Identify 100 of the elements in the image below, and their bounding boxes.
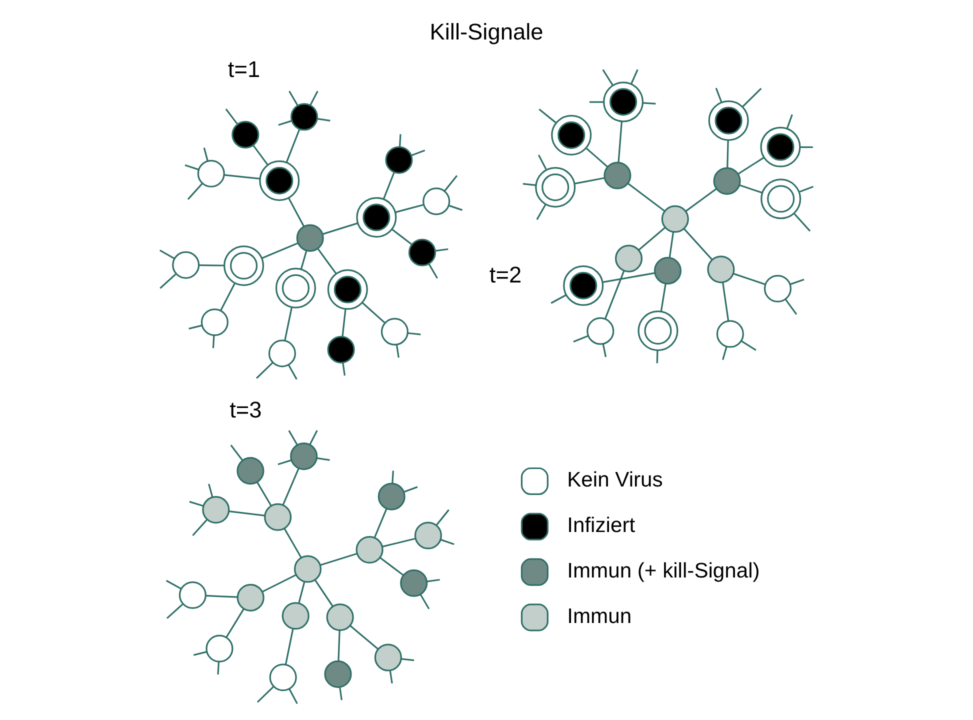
diagram-title: Kill-Signale bbox=[430, 18, 544, 45]
node-ring bbox=[760, 178, 802, 220]
node-ring bbox=[708, 100, 749, 141]
connector bbox=[574, 177, 604, 184]
legend-label: Kein Virus bbox=[567, 468, 663, 492]
connector bbox=[411, 150, 426, 156]
node-circle bbox=[408, 238, 436, 266]
connector bbox=[342, 362, 346, 376]
connector bbox=[448, 204, 463, 211]
connector bbox=[317, 457, 330, 461]
connector bbox=[317, 118, 330, 122]
connector bbox=[602, 272, 655, 283]
connector bbox=[784, 298, 798, 315]
node-circle bbox=[178, 581, 206, 609]
connector bbox=[314, 580, 334, 607]
connector bbox=[586, 148, 608, 168]
connector bbox=[256, 362, 274, 379]
connector bbox=[389, 670, 393, 684]
connector bbox=[192, 519, 208, 536]
node-circle bbox=[232, 120, 260, 148]
node-circle bbox=[296, 224, 324, 252]
connector bbox=[630, 69, 638, 84]
connector bbox=[256, 482, 272, 506]
connector bbox=[573, 335, 588, 343]
node-ring bbox=[275, 268, 316, 308]
node-circle bbox=[290, 103, 318, 131]
node-circle bbox=[202, 496, 230, 524]
connector bbox=[288, 198, 305, 227]
node-ring bbox=[327, 269, 368, 310]
connector bbox=[339, 687, 342, 700]
connector bbox=[288, 364, 298, 380]
connector bbox=[391, 228, 412, 245]
node-circle bbox=[264, 503, 292, 531]
node-ring bbox=[356, 197, 397, 238]
node-circle bbox=[282, 602, 310, 630]
connector bbox=[288, 90, 298, 106]
connector bbox=[278, 459, 292, 466]
connector bbox=[188, 324, 202, 330]
connector bbox=[187, 183, 203, 200]
connector bbox=[618, 122, 623, 162]
node-circle bbox=[713, 167, 741, 195]
connector bbox=[440, 538, 454, 545]
connector bbox=[722, 282, 730, 322]
node-circle bbox=[654, 256, 682, 284]
node-circle bbox=[197, 160, 225, 188]
connector bbox=[420, 594, 430, 610]
connector bbox=[638, 227, 666, 250]
connector bbox=[404, 486, 418, 493]
node-circle bbox=[206, 634, 234, 662]
connector bbox=[668, 232, 674, 258]
connector bbox=[309, 430, 318, 445]
node-circle bbox=[414, 522, 442, 550]
connector bbox=[726, 140, 729, 168]
node-circle bbox=[380, 318, 408, 346]
connector bbox=[220, 283, 236, 311]
connector bbox=[374, 508, 388, 538]
label: t=2 bbox=[489, 262, 522, 288]
node-circle bbox=[326, 603, 354, 632]
connector bbox=[715, 88, 722, 103]
connector bbox=[733, 272, 766, 286]
connector bbox=[256, 686, 274, 703]
connector bbox=[660, 284, 666, 312]
connector bbox=[193, 650, 208, 656]
connector bbox=[189, 500, 204, 507]
node-circle bbox=[200, 308, 228, 336]
connector bbox=[602, 344, 607, 358]
connector bbox=[166, 604, 184, 619]
connector bbox=[382, 538, 416, 548]
connector bbox=[184, 164, 199, 170]
legend-label: Infiziert bbox=[567, 514, 636, 538]
connector bbox=[284, 307, 293, 341]
node-ring bbox=[563, 265, 604, 306]
connector bbox=[392, 470, 394, 484]
connector bbox=[444, 175, 458, 192]
connector bbox=[228, 510, 265, 516]
node-circle bbox=[236, 584, 264, 612]
connector bbox=[284, 628, 294, 665]
connector bbox=[322, 222, 358, 235]
node-circle bbox=[327, 336, 355, 364]
connector bbox=[206, 594, 238, 598]
connector bbox=[362, 302, 386, 324]
connector bbox=[589, 101, 604, 103]
connector bbox=[435, 248, 448, 252]
node-circle bbox=[294, 555, 322, 583]
node-circle bbox=[290, 442, 318, 470]
connector bbox=[338, 630, 340, 662]
connector bbox=[262, 242, 298, 259]
node-circle bbox=[268, 340, 296, 368]
label: t=1 bbox=[228, 56, 260, 82]
connector bbox=[230, 444, 243, 461]
connector bbox=[401, 658, 414, 662]
connector bbox=[656, 350, 658, 364]
connector bbox=[794, 213, 811, 232]
connector bbox=[212, 335, 215, 348]
connector bbox=[799, 186, 814, 192]
connector bbox=[395, 204, 424, 214]
node-circle bbox=[615, 244, 643, 272]
node-circle bbox=[764, 274, 792, 302]
connector bbox=[298, 582, 306, 603]
connector bbox=[538, 154, 547, 170]
